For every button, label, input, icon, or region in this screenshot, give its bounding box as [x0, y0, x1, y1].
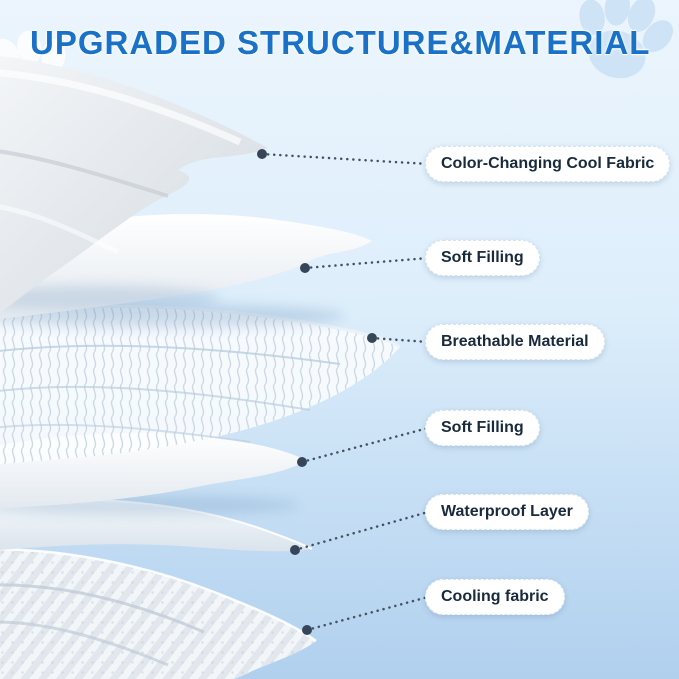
callout-label: Waterproof Layer [441, 503, 573, 520]
leader-line [305, 595, 430, 632]
leader-line [370, 336, 430, 344]
leader-dot [290, 545, 300, 555]
callout-waterproof-layer: Waterproof Layer [425, 494, 589, 530]
leader-dot [302, 625, 312, 635]
leader-dot [297, 457, 307, 467]
callout-soft-filling-upper: Soft Filling [425, 240, 540, 276]
leader-dot [257, 149, 267, 159]
callout-label: Soft Filling [441, 249, 524, 266]
callout-breathable-material: Breathable Material [425, 324, 605, 360]
callout-cooling-fabric: Cooling fabric [425, 579, 565, 615]
callout-label: Cooling fabric [441, 588, 549, 605]
callout-label: Soft Filling [441, 419, 524, 436]
callout-soft-filling-lower: Soft Filling [425, 410, 540, 446]
leader-line [293, 510, 430, 552]
leader-line [300, 426, 430, 464]
layer-cooling-fabric [0, 547, 317, 679]
layer-shadow [0, 285, 220, 311]
callout-label: Breathable Material [441, 333, 589, 350]
leader-line [260, 152, 430, 166]
page-title: UPGRADED STRUCTURE&MATERIAL [30, 24, 651, 61]
callout-label: Color-Changing Cool Fabric [441, 155, 655, 172]
leader-line [303, 256, 430, 270]
leader-dot [300, 263, 310, 273]
layer-cool-fabric [0, 56, 268, 314]
leader-dot [367, 333, 377, 343]
paw-print-icon [579, 0, 673, 79]
callout-color-changing-cool-fabric: Color-Changing Cool Fabric [425, 146, 671, 182]
